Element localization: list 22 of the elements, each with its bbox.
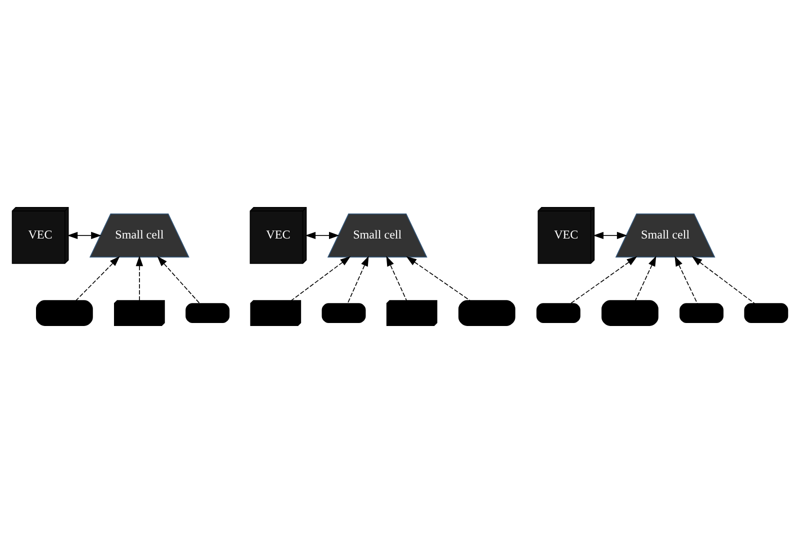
arrow — [157, 256, 200, 304]
arrow — [692, 256, 756, 304]
arrow — [406, 256, 470, 301]
node-car — [744, 303, 788, 323]
arrow — [67, 232, 102, 240]
node-bus — [36, 300, 93, 326]
arrow — [386, 256, 407, 301]
node-car — [680, 303, 724, 323]
arrow — [305, 232, 340, 240]
arrow — [635, 256, 656, 301]
node-car — [536, 303, 580, 323]
arrow — [347, 256, 369, 304]
arrow — [570, 256, 638, 304]
node-car — [186, 303, 230, 323]
node-bus — [458, 300, 516, 326]
node-bus — [602, 300, 658, 326]
node-car — [322, 303, 366, 323]
arrow — [593, 232, 628, 240]
arrow — [136, 256, 144, 301]
arrow — [290, 256, 351, 301]
arrow — [674, 256, 698, 304]
arrow — [76, 256, 120, 301]
